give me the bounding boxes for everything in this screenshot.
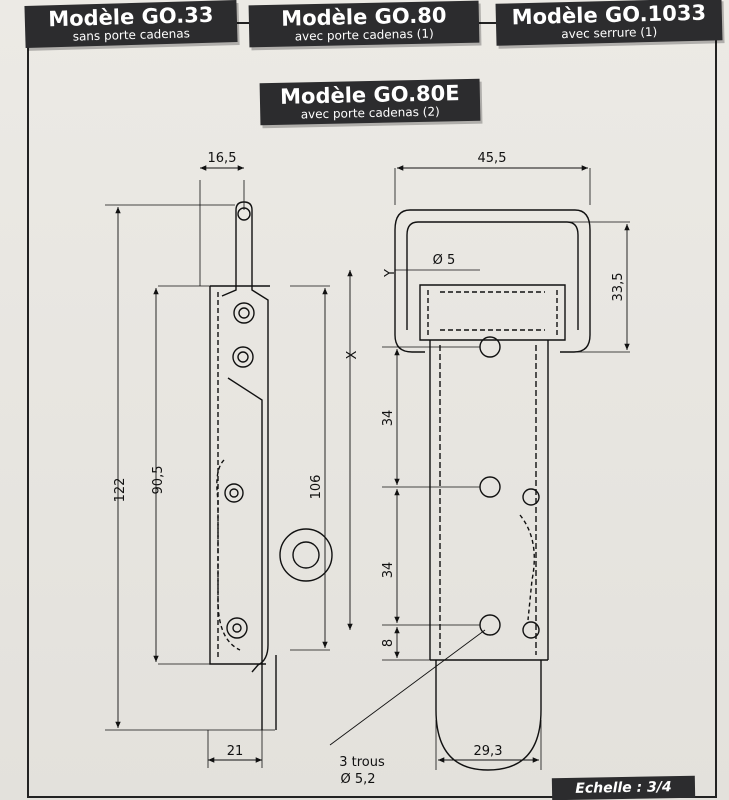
model-tag-go80e: Modèle GO.80E avec porte cadenas (2) <box>259 78 481 126</box>
front-view <box>329 168 630 771</box>
dim-x-label: X <box>345 350 360 359</box>
model-tag-go1033: Modèle GO.1033 avec serrure (1) <box>495 0 723 46</box>
dim-diameter-hole: Ø 5 <box>433 253 456 268</box>
label-holes-diameter: Ø 5,2 <box>340 772 375 787</box>
model-tag-go33: Modèle GO.33 sans porte cadenas <box>24 0 238 48</box>
dim-width-base-right: 29,3 <box>474 744 503 759</box>
dim-width-top-left: 16,5 <box>208 151 237 166</box>
scale-label: Echelle : 3/4 <box>551 775 696 800</box>
dim-spacing-bottom: 8 <box>381 639 396 647</box>
model-title: Modèle GO.80E <box>279 81 460 109</box>
dim-width-top-right: 45,5 <box>478 151 507 166</box>
model-title: Modèle GO.80 <box>281 3 447 31</box>
label-holes-count: 3 trous <box>339 755 385 770</box>
dim-spacing-upper: 34 <box>381 410 396 427</box>
model-subtitle: avec porte cadenas (2) <box>300 104 440 122</box>
model-tag-go80: Modèle GO.80 avec porte cadenas (1) <box>248 0 480 48</box>
side-view <box>105 180 333 768</box>
dim-y-label: Y <box>383 269 398 278</box>
dim-width-base-left: 21 <box>227 744 244 759</box>
dim-spacing-lower: 34 <box>381 562 396 579</box>
dim-height-total: 122 <box>113 478 128 503</box>
dim-height-inner: 90,5 <box>151 466 166 495</box>
dim-height-plate: 106 <box>309 475 324 500</box>
dim-height-ring: 33,5 <box>611 273 626 302</box>
